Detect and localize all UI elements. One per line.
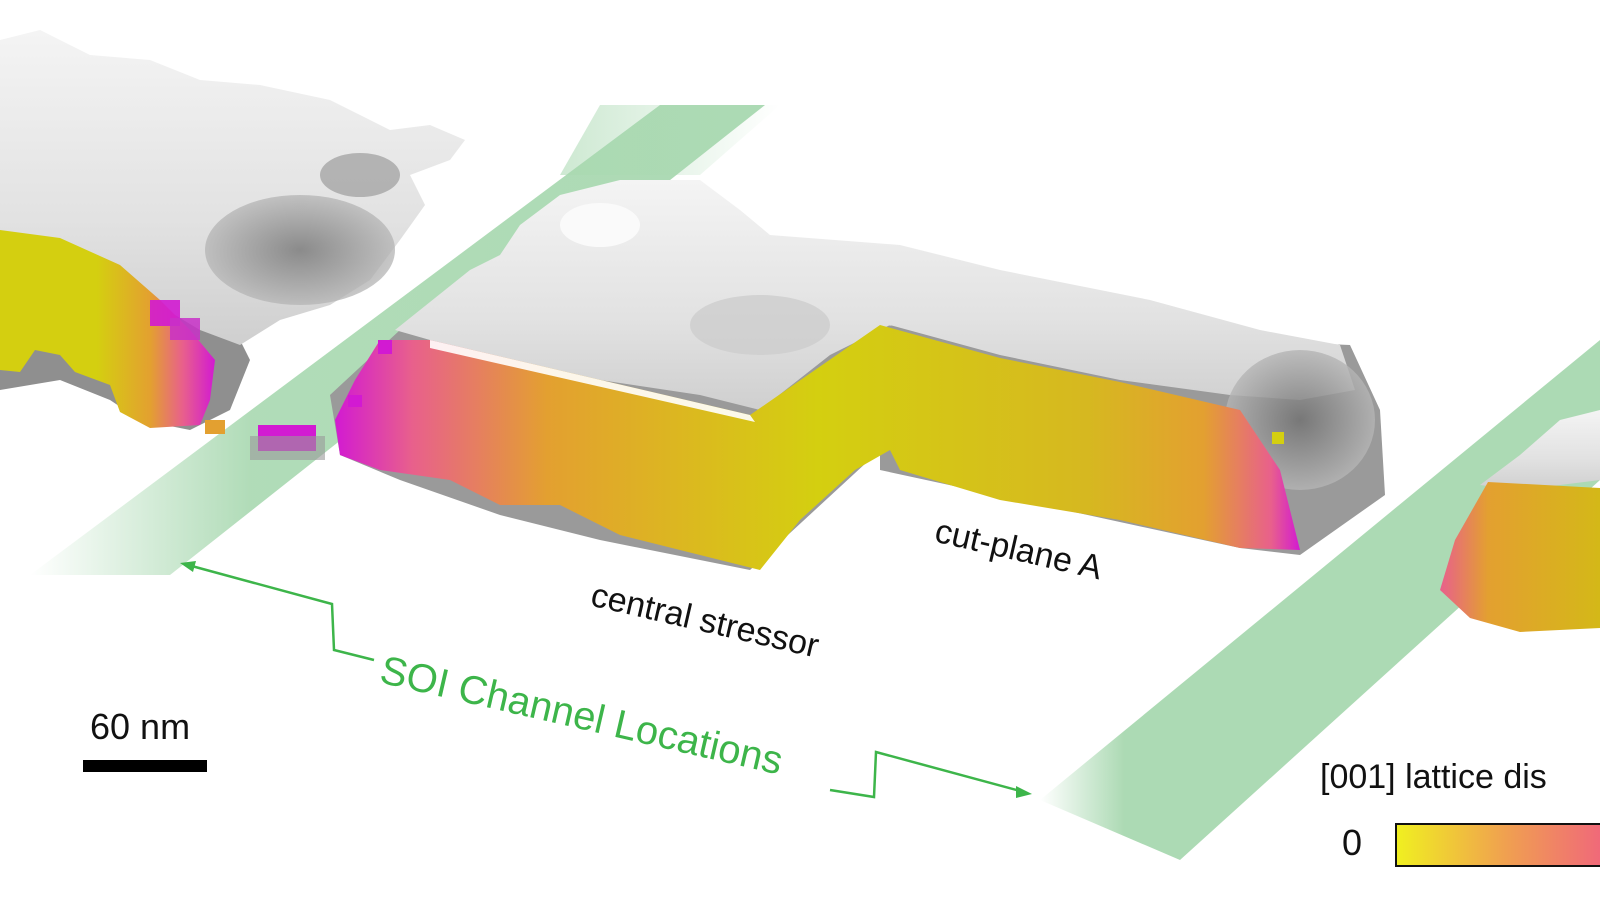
soi-channel-strip-left-fade [560,105,780,175]
left-fragment-strain-map [0,230,215,428]
legend-colorbar [1395,823,1600,867]
bracket-arrow-left [187,563,375,662]
label-scale-bar: 60 nm [90,706,191,747]
legend-title: [001] lattice dis [1320,758,1547,796]
left-fragment-shade [205,195,395,305]
central-block-strain-map [335,325,1300,570]
soi-bracket-arrow [180,561,1032,799]
right-stressor-fragment [1440,410,1600,632]
legend-min-label: 0 [1342,822,1363,863]
bracket-arrowhead-right [1016,786,1032,798]
soi-channel-strip-right [1040,340,1600,860]
left-stressor-fragment [0,30,465,460]
bracket-arrow-right [829,750,1025,799]
central-stressor-block [330,180,1385,570]
central-block-top-surface [395,180,1355,410]
right-fragment-top-surface [1480,410,1600,490]
scale-bar-icon [83,760,207,772]
bracket-arrowhead-left [180,561,196,572]
right-fragment-strain-map [1440,482,1600,632]
